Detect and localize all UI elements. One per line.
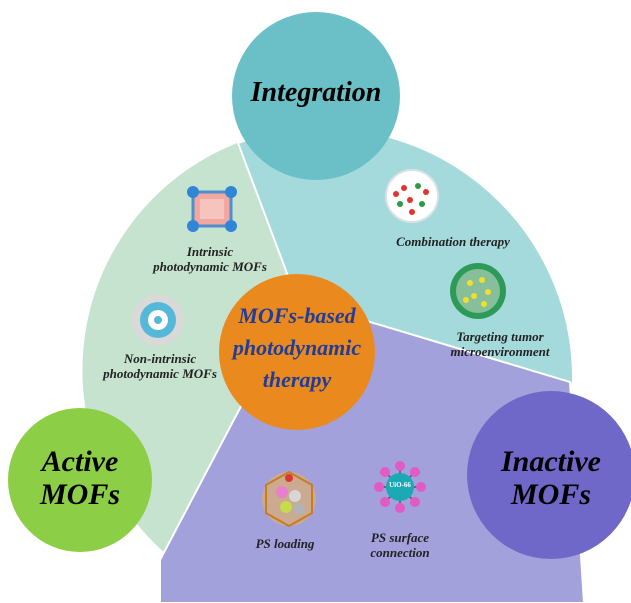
inactive-line2: MOFs xyxy=(510,478,592,511)
targeting-tumor-label: Targeting tumor microenvironment xyxy=(425,329,575,360)
combination-therapy-icon xyxy=(385,169,439,223)
ps-surface-connection-icon xyxy=(374,461,426,513)
integration-title: Integration xyxy=(250,77,382,108)
intrinsic-line2: photodynamic MOFs xyxy=(153,258,267,274)
center-title: MOFs-based photodynamic therapy xyxy=(220,300,374,396)
ps-surface-connection-label: PS surface connection xyxy=(345,530,455,561)
active-circle xyxy=(8,408,152,552)
combination-therapy-label: Combination therapy xyxy=(396,234,510,249)
non-intrinsic-mof-icon xyxy=(132,294,184,346)
center-circle xyxy=(219,274,375,430)
active-title: Active MOFs xyxy=(15,445,145,511)
intrinsic-line1: Intrinsic xyxy=(186,244,234,259)
center-line3: therapy xyxy=(262,366,332,392)
targeting-line1: Targeting tumor xyxy=(456,329,544,344)
non-intrinsic-line1: Non-intrinsic xyxy=(123,351,197,366)
center-line1: MOFs-based xyxy=(238,303,356,328)
ps-surface-line1: PS surface xyxy=(370,530,430,545)
non-intrinsic-line2: photodynamic MOFs xyxy=(103,365,217,381)
targeting-tumor-icon xyxy=(450,263,506,319)
center-line2: photodynamic xyxy=(232,334,362,360)
inactive-title: Inactive MOFs xyxy=(478,445,624,511)
active-line1: Active xyxy=(41,445,119,478)
uio-66-label: UiO-66 xyxy=(389,481,411,489)
targeting-line2: microenvironment xyxy=(450,343,550,359)
intrinsic-label: Intrinsic photodynamic MOFs xyxy=(130,244,290,275)
active-line2: MOFs xyxy=(39,478,121,511)
ps-loading-icon xyxy=(262,470,316,528)
inactive-line1: Inactive xyxy=(501,445,601,478)
integration-circle xyxy=(232,12,400,180)
ps-surface-line2: connection xyxy=(370,544,430,560)
non-intrinsic-label: Non-intrinsic photodynamic MOFs xyxy=(80,351,240,382)
inactive-circle xyxy=(467,391,631,559)
ps-loading-label: PS loading xyxy=(255,536,315,551)
intrinsic-mof-icon xyxy=(187,186,237,232)
